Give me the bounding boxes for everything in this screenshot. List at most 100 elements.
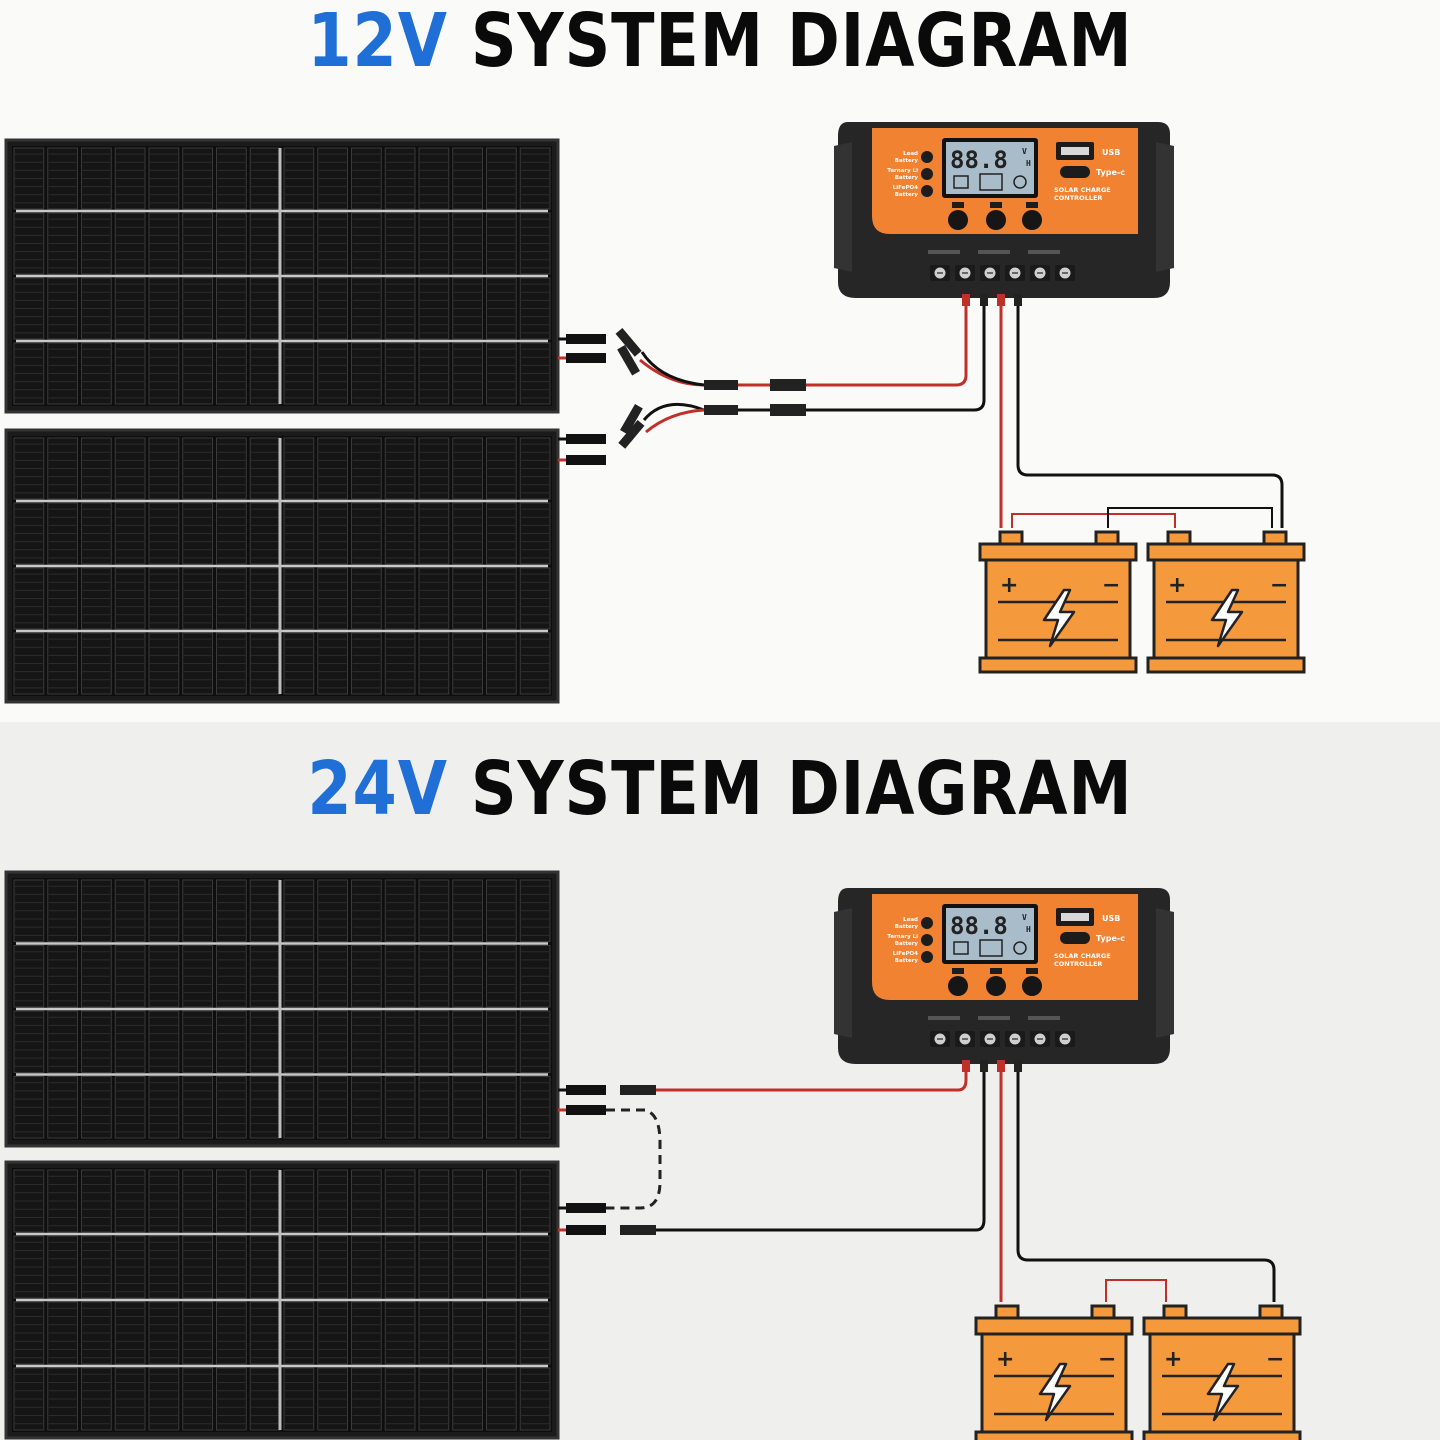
down-button[interactable] <box>1022 202 1042 230</box>
title-text: SYSTEM DIAGRAM <box>447 0 1133 84</box>
solar-cell <box>249 502 281 565</box>
solar-cell <box>114 1010 146 1073</box>
solar-cell <box>114 1169 146 1233</box>
menu-button[interactable] <box>948 202 968 230</box>
solar-cell <box>182 1301 213 1365</box>
screw-terminal <box>955 265 975 281</box>
led-label: Battery <box>895 941 919 947</box>
up-button[interactable] <box>986 968 1006 996</box>
solar-cell <box>114 1235 146 1299</box>
solar-cell <box>283 945 315 1008</box>
solar-cell <box>216 1169 247 1233</box>
wire-ferrule <box>962 294 970 306</box>
solar-icon <box>953 941 969 955</box>
solar-cell <box>283 879 315 942</box>
solar-cell <box>148 147 180 210</box>
solar-cell <box>47 1169 78 1233</box>
solar-cell <box>317 502 348 565</box>
lightning-bolt-icon <box>1038 1362 1072 1422</box>
solar-cell <box>249 632 281 695</box>
solar-cell <box>13 502 45 565</box>
led-label: Battery <box>895 158 919 164</box>
wire-ferrule <box>980 1060 988 1072</box>
mc4-connector <box>566 1105 606 1115</box>
typec-label: Type-c <box>1096 168 1125 177</box>
lcd-unit: V <box>1022 913 1027 922</box>
solar-cell <box>283 212 315 275</box>
solar-cell <box>114 147 146 210</box>
screw-terminal <box>1005 1031 1025 1047</box>
down-button[interactable] <box>1022 968 1042 996</box>
solar-cell <box>283 277 315 340</box>
solar-cell <box>486 1301 517 1365</box>
solar-cell <box>452 879 483 942</box>
led-label: LiFePO4 <box>893 185 918 191</box>
screw-terminal <box>1030 1031 1050 1047</box>
solar-cell <box>519 277 551 340</box>
solar-cell <box>452 1301 483 1365</box>
solar-cell <box>384 1301 416 1365</box>
solar-cell <box>452 342 483 405</box>
solar-cell <box>418 147 450 210</box>
solar-cell <box>148 212 180 275</box>
solar-cell <box>486 1076 517 1139</box>
battery-1: +− <box>974 1304 1134 1440</box>
lcd-digits: 88.8 <box>950 912 1008 940</box>
solar-cell <box>418 879 450 942</box>
solar-cell <box>384 879 416 942</box>
solar-cell <box>519 945 551 1008</box>
battery-icon <box>979 173 1003 191</box>
solar-cell <box>47 879 78 942</box>
battery-body <box>984 558 1132 662</box>
solar-cell <box>283 1076 315 1139</box>
solar-cell <box>519 502 551 565</box>
solar-cell <box>249 1076 281 1139</box>
up-button[interactable] <box>986 202 1006 230</box>
solar-cell <box>317 212 348 275</box>
solar-cell <box>81 437 112 500</box>
solar-cell <box>47 277 78 340</box>
menu-button[interactable] <box>948 968 968 996</box>
solar-cell <box>114 945 146 1008</box>
solar-cell <box>249 1010 281 1073</box>
minus-sign: − <box>1098 1347 1116 1372</box>
wire-ferrule <box>980 294 988 306</box>
solar-cell <box>486 1010 517 1073</box>
usb-label: USB <box>1102 148 1120 157</box>
solar-cell <box>351 342 382 405</box>
solar-cell <box>47 502 78 565</box>
solar-cell <box>216 632 247 695</box>
solar-cell <box>283 502 315 565</box>
solar-cell <box>114 879 146 942</box>
status-led <box>921 934 933 946</box>
solar-cell <box>182 567 213 630</box>
solar-cell <box>114 502 146 565</box>
solar-cell <box>317 1367 348 1431</box>
typec-port <box>1060 166 1090 178</box>
solar-cell <box>13 277 45 340</box>
solar-cell <box>182 1235 213 1299</box>
solar-panel-1 <box>4 870 560 1148</box>
solar-cell <box>384 1367 416 1431</box>
screw-terminal <box>980 1031 1000 1047</box>
solar-cell <box>114 1076 146 1139</box>
plus-sign: + <box>1000 573 1018 598</box>
solar-cell <box>384 1169 416 1233</box>
solar-cell <box>47 1367 78 1431</box>
solar-cell <box>249 342 281 405</box>
plus-sign: + <box>1164 1347 1182 1372</box>
solar-cell <box>351 147 382 210</box>
lcd-unit: H <box>1026 925 1031 934</box>
title-voltage: 12V <box>307 0 448 84</box>
led-label: Battery <box>895 924 919 930</box>
solar-cell <box>283 632 315 695</box>
screw-terminal <box>1030 265 1050 281</box>
solar-cell <box>519 567 551 630</box>
solar-cell <box>81 147 112 210</box>
lcd-unit: H <box>1026 159 1031 168</box>
solar-cell <box>283 1367 315 1431</box>
battery-2: +− <box>1142 1304 1302 1440</box>
y-branch-connector <box>618 419 645 449</box>
solar-cell <box>13 1076 45 1139</box>
solar-cell <box>81 1010 112 1073</box>
